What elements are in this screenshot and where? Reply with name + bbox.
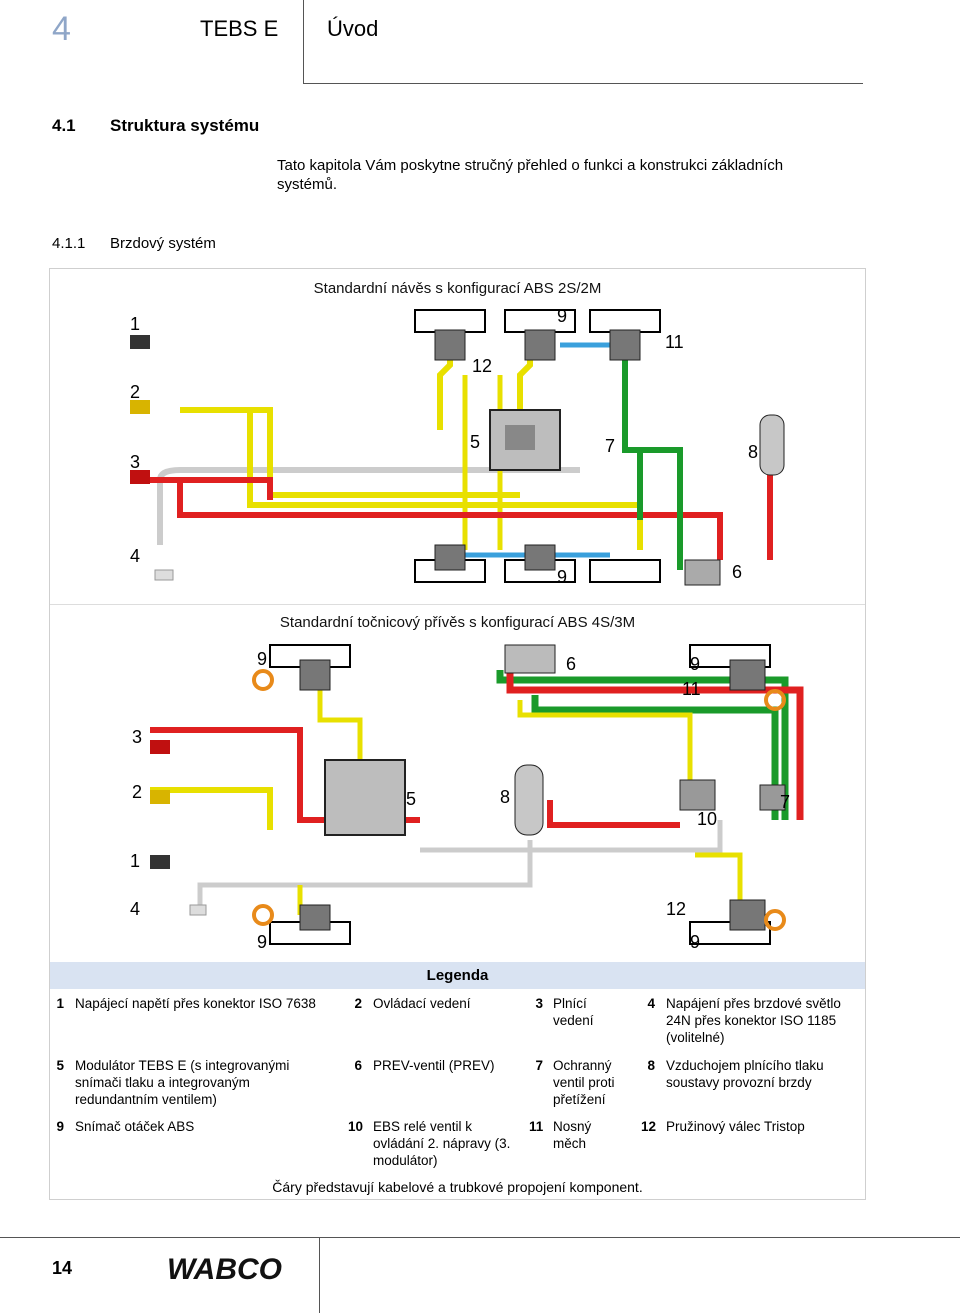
section-heading: 4.1 Struktura systému: [52, 116, 259, 136]
legend-note: Čáry představují kabelové a trubkové pro…: [272, 1179, 643, 1195]
svg-text:11: 11: [665, 332, 684, 352]
semitrailer-brake-diagram: 1 2 3 4 5 6 7 8 9 9 11 12: [130, 306, 785, 587]
header-divider: [303, 0, 304, 84]
legend-num: 9: [56, 1119, 64, 1134]
svg-text:9: 9: [690, 654, 700, 674]
footer-divider: [319, 1237, 320, 1313]
chapter-title: Úvod: [327, 16, 379, 41]
svg-text:6: 6: [732, 562, 742, 582]
legend-text: PREV-ventil (PREV): [373, 1058, 495, 1073]
svg-text:8: 8: [500, 787, 510, 807]
drawbar-trailer-brake-diagram: 3 2 1 4 5 6 7 8 9 9 9 9 10 11 12: [130, 644, 804, 952]
svg-text:1: 1: [130, 314, 140, 334]
section-intro: Tato kapitola Vám poskytne stručný přehl…: [277, 157, 784, 193]
svg-text:8: 8: [748, 442, 758, 462]
svg-text:9: 9: [557, 306, 567, 326]
legend-num: 3: [535, 996, 543, 1011]
section-number: 4.1: [52, 116, 76, 135]
header-rule: [303, 83, 863, 84]
subsection-number: 4.1.1: [52, 235, 86, 252]
svg-text:11: 11: [682, 679, 701, 699]
legend-num: 1: [56, 996, 64, 1011]
svg-text:3: 3: [132, 727, 142, 747]
legend-num: 2: [354, 996, 362, 1011]
legend-text: Nosný měch: [553, 1119, 592, 1151]
logo-text: WABCO: [167, 1253, 282, 1284]
subsection-title: Brzdový systém: [110, 235, 216, 252]
legend-text: Napájecí napětí přes konektor ISO 7638: [75, 996, 316, 1011]
svg-text:5: 5: [406, 789, 416, 809]
legend-text: Napájení přes brzdové světlo 24N přes ko…: [666, 996, 841, 1045]
legend-text: Snímač otáček ABS: [75, 1119, 195, 1134]
svg-text:5: 5: [470, 432, 480, 452]
figure-frame: [49, 268, 866, 1200]
svg-text:3: 3: [130, 452, 140, 472]
svg-text:9: 9: [557, 567, 567, 587]
section-title: Struktura systému: [110, 116, 260, 135]
svg-text:7: 7: [780, 792, 790, 812]
svg-text:9: 9: [690, 932, 700, 952]
svg-text:6: 6: [566, 654, 576, 674]
svg-text:9: 9: [257, 649, 267, 669]
svg-text:4: 4: [130, 899, 140, 919]
chapter-number: 4: [52, 10, 71, 48]
legend-text: EBS relé ventil k ovládání 2. nápravy (3…: [373, 1119, 511, 1168]
svg-text:10: 10: [697, 809, 717, 829]
legend-num: 8: [647, 1058, 655, 1073]
legend-num: 6: [354, 1058, 362, 1073]
legend-num: 12: [641, 1119, 657, 1134]
legend-num: 4: [647, 996, 655, 1011]
product-name: TEBS E: [200, 16, 279, 41]
svg-text:2: 2: [132, 782, 142, 802]
legend-text: Ovládací vedení: [373, 996, 471, 1011]
wabco-logo: WABCO: [167, 1252, 307, 1289]
page-number: 14: [52, 1258, 73, 1278]
legend-num: 7: [535, 1058, 543, 1073]
svg-text:2: 2: [130, 382, 140, 402]
diagram2-title: Standardní točnicový přívěs s konfigurac…: [279, 614, 636, 631]
footer-rule: [0, 1237, 960, 1238]
diagram1-title: Standardní návěs s konfigurací ABS 2S/2M: [313, 280, 602, 297]
svg-text:12: 12: [666, 899, 686, 919]
legend-num: 5: [56, 1058, 64, 1073]
legend-title: Legenda: [50, 962, 865, 989]
svg-text:4: 4: [130, 546, 140, 566]
legend-text: Pružinový válec Tristop: [666, 1119, 805, 1134]
legend-num: 11: [529, 1119, 544, 1134]
legend-num: 10: [348, 1119, 364, 1134]
legend-text: Modulátor TEBS E (s integrovanými snímač…: [75, 1058, 290, 1107]
svg-text:12: 12: [472, 356, 492, 376]
legend-text: Ochranný ventil proti přetížení: [553, 1058, 615, 1107]
svg-text:7: 7: [605, 436, 615, 456]
legend-text: Plnící vedení: [553, 996, 594, 1028]
svg-text:9: 9: [257, 932, 267, 952]
diagram-divider: [50, 604, 865, 605]
subsection-heading: 4.1.1 Brzdový systém: [52, 235, 216, 252]
svg-text:1: 1: [130, 851, 140, 871]
legend-text: Vzduchojem plnícího tlaku soustavy provo…: [666, 1058, 824, 1090]
